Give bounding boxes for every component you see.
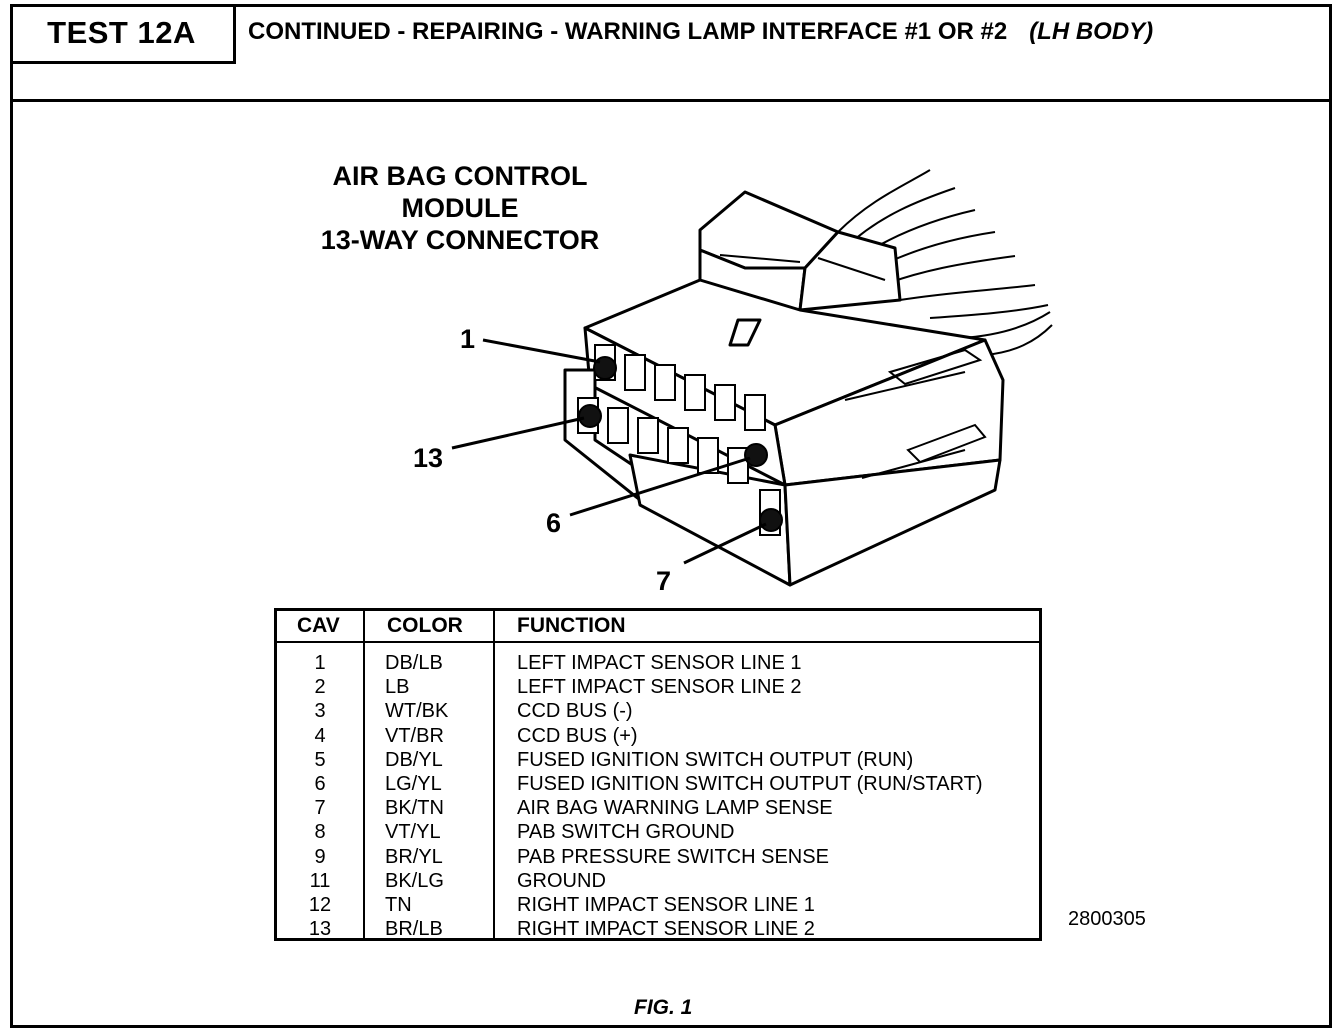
callout-cavity-7: 7 <box>656 566 672 596</box>
page-title-suffix: (LH BODY) <box>1029 18 1154 45</box>
leader-cavity-13 <box>451 416 585 450</box>
connector-latch-lines <box>719 254 987 479</box>
cell-cav: 9 <box>314 845 326 868</box>
column-divider <box>363 611 365 938</box>
table-row: 13 BR/LB RIGHT IMPACT SENSOR LINE 2 <box>277 917 1039 941</box>
cell-cav: 1 <box>314 652 326 674</box>
table-row: 1 DB/LB LEFT IMPACT SENSOR LINE 1 <box>277 651 1039 675</box>
table-row: 8 VT/YL PAB SWITCH GROUND <box>277 820 1039 844</box>
cell-function: RIGHT IMPACT SENSOR LINE 2 <box>517 918 815 941</box>
leader-cavity-7 <box>683 522 767 565</box>
cell-color: BK/TN <box>385 797 444 820</box>
cell-function: LEFT IMPACT SENSOR LINE 1 <box>517 652 802 674</box>
test-label-box: TEST 12A <box>10 4 236 64</box>
cell-function: FUSED IGNITION SWITCH OUTPUT (RUN/START) <box>517 772 983 795</box>
cell-function: AIR BAG WARNING LAMP SENSE <box>517 797 833 820</box>
cell-color: WT/BK <box>385 700 449 723</box>
table-row: 7 BK/TN AIR BAG WARNING LAMP SENSE <box>277 796 1039 820</box>
callout-cavity-6: 6 <box>546 508 562 538</box>
cell-cav: 3 <box>314 700 326 723</box>
cell-color: BR/LB <box>385 918 443 941</box>
diagram-title-line: AIR BAG CONTROL <box>332 161 588 191</box>
cell-color: BK/LG <box>385 869 444 892</box>
cell-color: BR/YL <box>385 845 443 868</box>
cell-function: FUSED IGNITION SWITCH OUTPUT (RUN) <box>517 748 914 771</box>
page-title: CONTINUED - REPAIRING - WARNING LAMP INT… <box>248 18 1153 46</box>
cell-color: TN <box>385 893 412 916</box>
table-row: 11 BK/LG GROUND <box>277 869 1039 893</box>
cell-function: CCD BUS (+) <box>517 724 638 747</box>
cell-cav: 5 <box>314 748 326 771</box>
drawing-number: 2800305 <box>1068 908 1146 930</box>
figure-caption: FIG. 1 <box>634 996 693 1019</box>
header-divider <box>10 99 1332 102</box>
cell-cav: 13 <box>308 918 332 941</box>
table-header-divider <box>277 641 1039 643</box>
cell-color: LG/YL <box>385 772 442 795</box>
cell-function: PAB SWITCH GROUND <box>517 821 735 844</box>
cell-color: VT/BR <box>385 724 444 747</box>
cell-function: GROUND <box>517 869 606 892</box>
pinout-table: CAV COLOR FUNCTION 1 DB/LB LEFT IMPACT SEN… <box>274 608 1042 941</box>
test-label: TEST 12A <box>47 14 196 50</box>
cell-color: VT/YL <box>385 821 441 844</box>
page-frame <box>10 4 1332 1028</box>
cell-function: RIGHT IMPACT SENSOR LINE 1 <box>517 893 815 916</box>
cell-color: LB <box>385 676 410 699</box>
table-row: 3 WT/BK CCD BUS (-) <box>277 699 1039 723</box>
table-row: 6 LG/YL FUSED IGNITION SWITCH OUTPUT (RUN/… <box>277 772 1039 796</box>
cell-function: LEFT IMPACT SENSOR LINE 2 <box>517 676 802 699</box>
column-divider <box>493 611 495 938</box>
leader-cavity-1 <box>482 338 601 364</box>
leader-cavity-6 <box>569 456 751 517</box>
cell-cav: 11 <box>309 869 331 892</box>
table-row: 2 LB LEFT IMPACT SENSOR LINE 2 <box>277 675 1039 699</box>
table-row: 5 DB/YL FUSED IGNITION SWITCH OUTPUT (RUN) <box>277 748 1039 772</box>
cell-cav: 12 <box>308 893 332 916</box>
cell-cav: 6 <box>314 772 326 795</box>
cell-cav: 4 <box>314 724 326 747</box>
cell-color: DB/YL <box>385 748 443 771</box>
cell-function: CCD BUS (-) <box>517 700 633 723</box>
table-row: 9 BR/YL PAB PRESSURE SWITCH SENSE <box>277 845 1039 869</box>
cell-cav: 8 <box>314 821 326 844</box>
cavity-13-marker <box>578 404 602 428</box>
column-header-color: COLOR <box>387 614 463 637</box>
cell-color: DB/LB <box>385 652 443 674</box>
diagram-title-line: MODULE <box>401 193 519 223</box>
cell-function: PAB PRESSURE SWITCH SENSE <box>517 845 829 868</box>
cavity-6-marker <box>744 443 768 467</box>
cavity-7-marker <box>759 508 783 532</box>
callout-leaders <box>451 338 767 565</box>
diagram-title: AIR BAG CONTROL MODULE 13-WAY CONNECTOR <box>290 160 630 256</box>
diagram-title-line: 13-WAY CONNECTOR <box>320 225 600 255</box>
cell-cav: 2 <box>314 676 326 699</box>
column-header-cav: CAV <box>297 614 340 637</box>
callout-cavity-13: 13 <box>413 443 444 473</box>
cell-cav: 7 <box>314 797 326 820</box>
table-row: 4 VT/BR CCD BUS (+) <box>277 724 1039 748</box>
page-title-text: CONTINUED - REPAIRING - WARNING LAMP INT… <box>248 18 1008 45</box>
column-header-function: FUNCTION <box>517 614 626 637</box>
callout-cavity-1: 1 <box>460 324 476 354</box>
table-body: 1 DB/LB LEFT IMPACT SENSOR LINE 1 2 LB LEFT I… <box>277 651 1039 941</box>
table-row: 12 TN RIGHT IMPACT SENSOR LINE 1 <box>277 893 1039 917</box>
